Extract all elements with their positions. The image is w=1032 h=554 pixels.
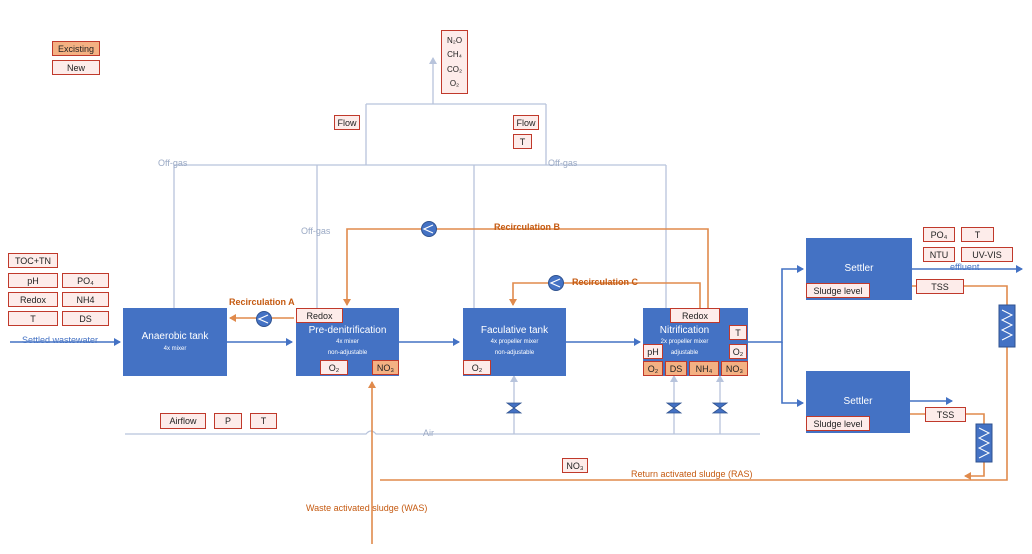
gas-co2: CO₂	[446, 64, 463, 74]
facultative-tank-mixer: 4x propeller mixer	[490, 339, 539, 345]
label-offgas-mid: Off-gas	[301, 226, 331, 236]
sensor-tss-2[interactable]: TSS	[925, 407, 966, 422]
sensor-ntu-out[interactable]: NTU	[923, 247, 955, 262]
heat-exchanger-2	[975, 423, 993, 463]
sensor-p-air[interactable]: P	[214, 413, 242, 429]
sensor-airflow[interactable]: Airflow	[160, 413, 206, 429]
air-valve-facultative[interactable]	[505, 402, 523, 414]
sensor-o2-predenit[interactable]: O₂	[320, 360, 348, 375]
pump-recirc-c[interactable]	[548, 275, 564, 291]
sensor-t-nitri[interactable]: T	[729, 325, 747, 340]
sensor-tss-1[interactable]: TSS	[916, 279, 964, 294]
gas-ch4: CH₄	[447, 50, 462, 60]
nitrification-tank-title: Nitrification	[659, 325, 710, 336]
air-valve-nitrification-1[interactable]	[665, 402, 683, 414]
sensor-sludge-level-2[interactable]: Sludge level	[806, 416, 870, 431]
anaerobic-tank-mixer: 4x mixer	[163, 346, 187, 352]
air-valve-nitrification-2[interactable]	[711, 402, 729, 414]
process-flow	[10, 265, 1023, 407]
facultative-tank-title: Faculative tank	[480, 325, 549, 336]
sensor-t-out[interactable]: T	[961, 227, 994, 242]
label-recirculation-b: Recirculation B	[494, 222, 561, 232]
sensor-ds-nitri[interactable]: DS	[665, 361, 687, 376]
sensor-po4-out[interactable]: PO₄	[923, 227, 955, 242]
sensor-o2-facultative[interactable]: O₂	[463, 360, 491, 375]
sensor-toc-tn[interactable]: TOC+TN	[8, 253, 58, 268]
sensor-t-offgas[interactable]: T	[513, 134, 532, 149]
legend-existing: Excisting	[52, 41, 100, 56]
gas-n2o: N₂O	[446, 36, 463, 46]
label-air: Air	[423, 428, 434, 438]
sensor-t-air[interactable]: T	[250, 413, 277, 429]
predenitrification-tank-mixer: 4x mixer	[336, 339, 359, 345]
label-ras: Return activated sludge (RAS)	[631, 469, 753, 479]
label-settled-wastewater: Settled wastewater	[22, 335, 99, 345]
offgas-lines	[173, 57, 667, 308]
label-recirculation-a: Recirculation A	[229, 297, 295, 307]
sensor-flow-left[interactable]: Flow	[334, 115, 360, 130]
sensor-no3-predenit[interactable]: NO₃	[372, 360, 399, 375]
label-was: Waste activated sludge (WAS)	[306, 503, 428, 513]
sensor-no3-nitri[interactable]: NO₃	[721, 361, 748, 376]
label-offgas-left: Off-gas	[158, 158, 188, 168]
anaerobic-tank[interactable]: Anaerobic tank 4x mixer	[123, 308, 227, 376]
label-recirculation-c: Recirculation C	[572, 277, 639, 287]
label-offgas-right: Off-gas	[548, 158, 578, 168]
label-effluent: effluent	[950, 262, 980, 272]
settler-2-title: Settler	[843, 396, 873, 407]
sensor-redox-predenit[interactable]: Redox	[296, 308, 343, 323]
nitrification-tank-mixer: 2x propeller mixer	[660, 339, 709, 345]
predenitrification-tank-title: Pre-denitrification	[308, 325, 387, 336]
sensor-ds-in[interactable]: DS	[62, 311, 109, 326]
sensor-sludge-level-1[interactable]: Sludge level	[806, 283, 870, 298]
pump-recirc-b[interactable]	[421, 221, 437, 237]
gas-o2: O₂	[449, 78, 460, 88]
predenitrification-tank-mode: non-adjustable	[327, 350, 368, 356]
sensor-uvvis-out[interactable]: UV-VIS	[961, 247, 1013, 262]
sensor-o2-nitri-right[interactable]: O₂	[729, 344, 747, 359]
legend-new: New	[52, 60, 100, 75]
sensor-po4-in[interactable]: PO₄	[62, 273, 109, 288]
sensor-redox-nitri[interactable]: Redox	[670, 308, 720, 323]
heat-exchanger-1	[998, 304, 1016, 348]
offgas-analyzer: N₂O CH₄ CO₂ O₂	[441, 30, 468, 94]
pump-recirc-a[interactable]	[256, 311, 272, 327]
facultative-tank-mode: non-adjustable	[494, 350, 535, 356]
nitrification-tank-mode: adjustable	[670, 350, 699, 356]
anaerobic-tank-title: Anaerobic tank	[141, 331, 209, 342]
sensor-ph-nitri[interactable]: pH	[643, 344, 663, 359]
sensor-redox-in[interactable]: Redox	[8, 292, 58, 307]
sensor-o2-nitri[interactable]: O₂	[643, 361, 663, 376]
sensor-no3-ras[interactable]: NO₃	[562, 458, 588, 473]
sensor-nh4-nitri[interactable]: NH₄	[689, 361, 719, 376]
settler-1-title: Settler	[844, 263, 874, 274]
sensor-flow-right[interactable]: Flow	[513, 115, 539, 130]
sensor-ph-in[interactable]: pH	[8, 273, 58, 288]
sensor-t-in[interactable]: T	[8, 311, 58, 326]
sensor-nh4-in[interactable]: NH4	[62, 292, 109, 307]
